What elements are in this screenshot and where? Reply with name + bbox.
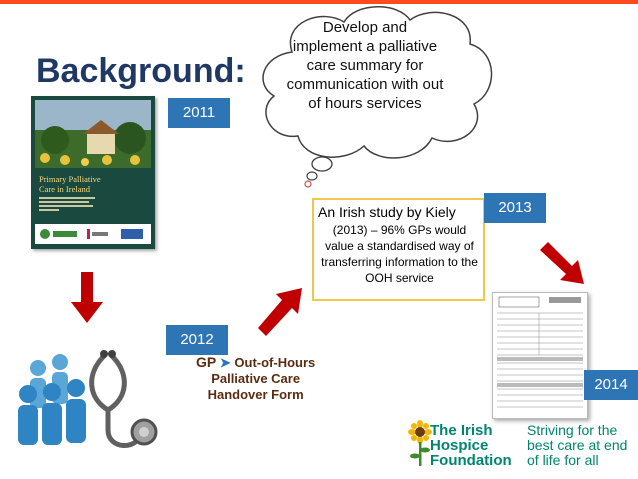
ihf-tagline: Striving for the best care at end of lif… — [527, 423, 627, 468]
form-lines — [497, 296, 583, 408]
ihf-tagline-line: of life for all — [527, 452, 599, 468]
report-cover-image: Primary Palliative Care in Ireland — [31, 96, 155, 249]
cloud-line: communication with out — [286, 76, 444, 93]
cover-title-line: Primary Palliative — [39, 174, 101, 184]
top-accent-bar — [0, 0, 638, 4]
ihf-tagline-line: Striving for the — [527, 422, 618, 438]
handover-arrow-icon: ➤ — [219, 355, 231, 370]
cloud-text: Develop and implement a palliative care … — [272, 18, 458, 113]
ihf-name-line: Hospice — [430, 437, 489, 454]
sunflower-logo-icon — [408, 420, 432, 466]
year-badge-2014: 2014 — [584, 370, 638, 400]
cover-title-line: Care in Ireland — [39, 184, 90, 194]
handover-line3: Handover Form — [207, 387, 304, 402]
handover-form-document-image — [492, 292, 588, 419]
handover-line2: Palliative Care — [211, 371, 301, 386]
ihf-tagline-line: best care at end — [527, 437, 628, 453]
cover-subtitle-text — [39, 197, 95, 211]
cloud-line: Develop and — [322, 19, 408, 36]
study-body: (2013) – 96% GPs would value a standardi… — [321, 223, 478, 285]
up-right-arrow-icon — [258, 288, 302, 336]
year-badge-2011: 2011 — [168, 98, 230, 128]
study-callout-box: An Irish study by Kiely (2013) – 96% GPs… — [312, 198, 485, 301]
cloud-line: care summary for — [306, 57, 424, 74]
handover-form-title: GP ➤ Out-of-Hours Palliative Care Handov… — [196, 354, 315, 403]
year-badge-2012: 2012 — [166, 325, 228, 355]
down-right-arrow-icon — [540, 242, 584, 284]
ihf-name: The Irish Hospice Foundation — [430, 423, 512, 468]
down-arrow-icon — [71, 272, 103, 323]
cover-title: Primary Palliative Care in Ireland — [39, 174, 101, 194]
ihf-name-line: The Irish — [430, 422, 493, 439]
medical-team-icon — [18, 350, 158, 448]
handover-gp: GP — [196, 354, 217, 370]
year-badge-2013: 2013 — [484, 193, 546, 223]
cloud-line: of hours services — [308, 95, 422, 112]
handover-line1: Out-of-Hours — [234, 355, 316, 370]
cover-photo — [35, 100, 151, 168]
study-heading: An Irish study by Kiely — [318, 204, 456, 220]
ihf-name-line: Foundation — [430, 452, 512, 469]
cover-logos-strip — [35, 224, 151, 244]
cloud-line: implement a palliative — [292, 38, 438, 55]
thought-cloud-shape — [262, 6, 493, 188]
slide-title: Background: — [36, 52, 246, 90]
